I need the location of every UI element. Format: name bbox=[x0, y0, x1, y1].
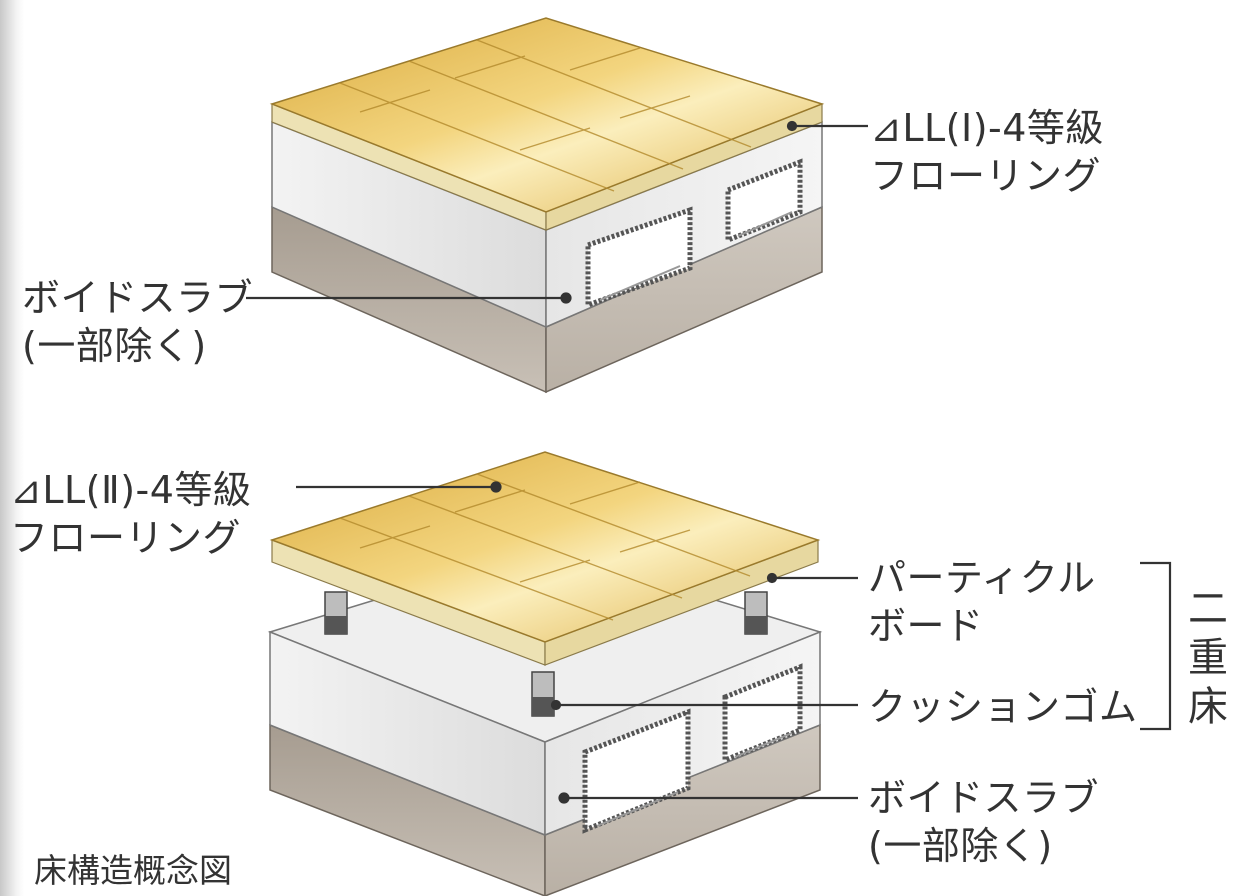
double-floor-char-3: 床 bbox=[1188, 684, 1228, 730]
top-floor-block bbox=[269, 17, 825, 394]
leader-lines bbox=[246, 120, 1172, 804]
support-leg-right bbox=[744, 591, 768, 635]
cushion-rubber-label: クッションゴム bbox=[868, 685, 1138, 729]
top-slab-label-line1: ボイドスラブ bbox=[22, 276, 254, 320]
bottom-void-opening-1 bbox=[582, 708, 691, 834]
top-flooring-label-line1: ⊿LL(Ⅰ)-4等級 bbox=[870, 106, 1104, 150]
bottom-flooring-label-line1: ⊿LL(Ⅱ)-4等級 bbox=[10, 468, 252, 512]
top-slab-label-line2: (一部除く) bbox=[22, 324, 207, 368]
top-void-opening-1 bbox=[585, 206, 693, 309]
diagram-caption: 床構造概念図 bbox=[34, 851, 232, 890]
top-void-opening-2 bbox=[725, 158, 803, 244]
bottom-slab-label: ボイドスラブ (一部除く) bbox=[868, 774, 1099, 870]
top-slab-label: ボイドスラブ (一部除く) bbox=[22, 274, 253, 370]
double-floor-bracket bbox=[1140, 561, 1172, 731]
bottom-slab-label-line2: (一部除く) bbox=[868, 824, 1053, 868]
support-leg-front bbox=[531, 671, 555, 717]
double-floor-char-1: 二 bbox=[1188, 586, 1228, 632]
top-flooring-label: ⊿LL(Ⅰ)-4等級 フローリング bbox=[870, 104, 1104, 200]
bottom-slab-label-line1: ボイドスラブ bbox=[868, 776, 1100, 820]
double-floor-label: 二 重 床 bbox=[1186, 585, 1230, 732]
bottom-flooring-label: ⊿LL(Ⅱ)-4等級 フローリング bbox=[10, 466, 251, 562]
bottom-flooring-label-line2: フローリング bbox=[10, 516, 242, 560]
left-edge-shading bbox=[0, 0, 24, 896]
double-floor-char-2: 重 bbox=[1188, 635, 1228, 681]
particle-board-label-line1: パーティクル bbox=[868, 556, 1096, 600]
particle-board-label-line2: ボード bbox=[868, 604, 984, 648]
particle-board-label: パーティクル ボード bbox=[868, 554, 1096, 650]
support-leg-left bbox=[324, 591, 348, 635]
top-flooring-label-line2: フローリング bbox=[870, 154, 1102, 198]
bottom-floor-block bbox=[267, 451, 823, 896]
